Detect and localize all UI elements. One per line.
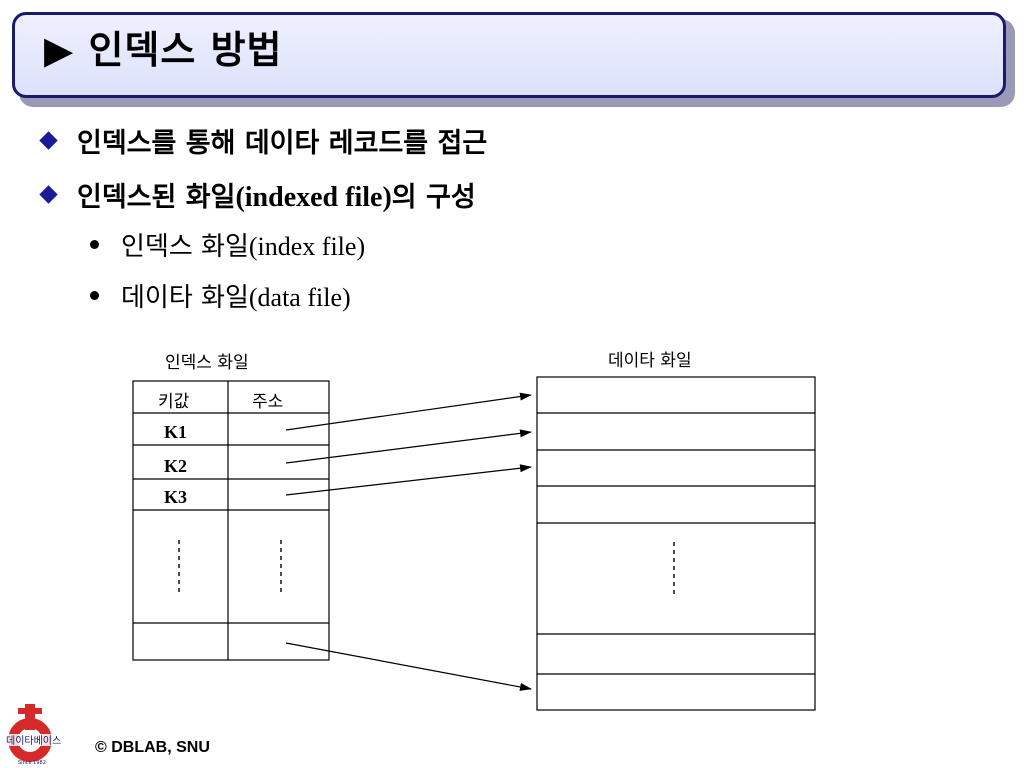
sub-bullet-text-latin: (index file) <box>248 231 366 261</box>
index-file-label: 인덱스 화일 <box>165 353 249 373</box>
bullet-item-1: 인덱스를 통해 데이타 레코드를 접근 <box>38 122 488 159</box>
sub-bullet-item-1: 인덱스 화일(index file) <box>90 226 365 263</box>
footer-copyright: © DBLAB, SNU <box>95 739 210 756</box>
bullet-text-suffix: 의 구성 <box>391 181 476 213</box>
dot-bullet-icon <box>90 290 99 300</box>
key-k1: K1 <box>164 422 188 442</box>
sub-bullet-text-latin: (data file) <box>248 282 351 312</box>
logo-since: Since 1982 <box>18 760 46 766</box>
pointer-arrow-k2 <box>285 429 532 464</box>
title-box <box>12 12 1006 98</box>
logo-text: 데이타베이스 <box>6 735 61 747</box>
pointer-arrows <box>285 392 532 691</box>
dblab-logo-icon: 데이타베이스 Since 1982 <box>0 700 76 768</box>
sub-bullet-text-ko: 데이타 화일 <box>121 282 249 313</box>
sub-bullet-text: 데이타 화일(data file) <box>121 277 351 314</box>
data-file-label: 데이타 화일 <box>608 351 692 371</box>
index-table <box>132 380 330 661</box>
bullet-text: 인덱스를 통해 데이타 레코드를 접근 <box>77 127 488 159</box>
column-header-key: 키값 <box>158 392 190 412</box>
data-file-table <box>536 376 816 711</box>
sub-bullet-text-ko: 인덱스 화일 <box>121 231 249 262</box>
sub-bullet-text: 인덱스 화일(index file) <box>121 226 365 263</box>
column-header-address: 주소 <box>252 392 284 412</box>
bullet-item-2: 인덱스된 화일(indexed file)의 구성 <box>38 175 476 214</box>
key-k3: K3 <box>164 487 188 507</box>
bullet-text: 인덱스된 화일(indexed file)의 구성 <box>77 175 476 214</box>
slide-title: ▶ 인덱스 방법 <box>44 28 283 72</box>
pointer-arrow-k1 <box>285 392 532 431</box>
pointer-arrow-k3 <box>285 464 532 496</box>
bullet-text-ko: 인덱스된 화일 <box>77 181 236 213</box>
pointer-arrow-last <box>285 642 532 691</box>
bullet-text-latin: (indexed file) <box>235 181 392 213</box>
sub-bullet-item-2: 데이타 화일(data file) <box>90 277 351 314</box>
dot-bullet-icon <box>90 239 99 249</box>
key-k2: K2 <box>164 456 188 476</box>
